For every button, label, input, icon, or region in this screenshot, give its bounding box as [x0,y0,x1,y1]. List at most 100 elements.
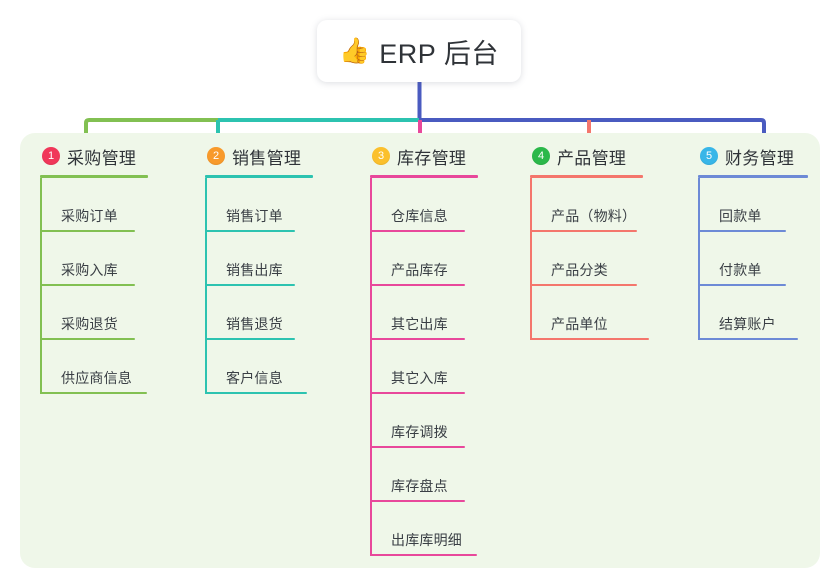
leaf-underline [698,338,798,340]
leaf-item[interactable]: 付款单 [698,232,828,286]
leaf-item[interactable]: 采购订单 [40,178,190,232]
leaf-label: 采购入库 [61,262,118,278]
branch-column-5: 5 财务管理回款单付款单结算账户 [698,143,828,340]
leaf-underline [40,230,135,232]
branch-underline-1 [40,175,148,178]
leaf-item[interactable]: 出库库明细 [370,502,520,556]
leaf-label: 结算账户 [719,316,776,332]
branch-title-2: 销售管理 [232,148,302,168]
branch-underline-3 [370,175,478,178]
leaf-item[interactable]: 仓库信息 [370,178,520,232]
leaf-label: 产品库存 [391,262,448,278]
branch-column-1: 1 采购管理采购订单采购入库采购退货供应商信息 [40,143,190,394]
leaf-underline [698,284,786,286]
branch-badge-3: 3 [372,147,390,165]
leaf-underline [205,338,295,340]
leaf-underline [370,392,465,394]
leaf-label: 仓库信息 [391,208,448,224]
leaf-item[interactable]: 产品分类 [530,232,680,286]
leaf-label: 客户信息 [226,370,283,386]
branch-column-4: 4 产品管理产品（物料） 产品分类产品单位 [530,143,680,340]
leaf-item[interactable]: 其它出库 [370,286,520,340]
leaf-item[interactable]: 结算账户 [698,286,828,340]
branch-items-1: 采购订单采购入库采购退货供应商信息 [40,178,190,394]
branch-title-3: 库存管理 [397,148,467,168]
branch-badge-4: 4 [532,147,550,165]
leaf-label: 采购订单 [61,208,118,224]
branch-header-5[interactable]: 5 财务管理 [698,143,828,169]
leaf-label: 销售订单 [226,208,283,224]
leaf-item[interactable]: 采购入库 [40,232,190,286]
leaf-label: 产品单位 [551,316,608,332]
root-title: ERP 后台 [379,38,499,69]
leaf-label: 销售出库 [226,262,283,278]
leaf-label: 产品（物料） [551,208,637,224]
leaf-label: 回款单 [719,208,762,224]
branch-items-3: 仓库信息产品库存其它出库其它入库库存调拨库存盘点出库库明细 [370,178,520,556]
branch-header-2[interactable]: 2 销售管理 [205,143,355,169]
branch-header-3[interactable]: 3 库存管理 [370,143,520,169]
branch-header-4[interactable]: 4 产品管理 [530,143,680,169]
branch-column-3: 3 库存管理仓库信息产品库存其它出库其它入库库存调拨库存盘点出库库明细 [370,143,520,556]
leaf-item[interactable]: 采购退货 [40,286,190,340]
leaf-item[interactable]: 产品（物料） [530,178,680,232]
leaf-underline [205,230,295,232]
leaf-item[interactable]: 销售退货 [205,286,355,340]
thumbs-up-icon: 👍 [339,36,371,65]
leaf-underline [698,230,786,232]
leaf-underline [205,284,295,286]
branch-badge-2: 2 [207,147,225,165]
diagram-panel [20,133,820,568]
branch-title-1: 采购管理 [67,148,137,168]
leaf-item[interactable]: 销售订单 [205,178,355,232]
leaf-label: 销售退货 [226,316,283,332]
branch-items-2: 销售订单销售出库销售退货客户信息 [205,178,355,394]
leaf-label: 供应商信息 [61,370,132,386]
branch-underline-5 [698,175,808,178]
branch-spine-1 [40,178,42,394]
branch-underline-2 [205,175,313,178]
leaf-label: 其它出库 [391,316,448,332]
branch-underline-4 [530,175,643,178]
leaf-item[interactable]: 销售出库 [205,232,355,286]
leaf-label: 库存盘点 [391,478,448,494]
leaf-underline [40,284,135,286]
leaf-item[interactable]: 供应商信息 [40,340,190,394]
branch-spine-5 [698,178,700,340]
leaf-label: 库存调拨 [391,424,448,440]
branch-items-4: 产品（物料） 产品分类产品单位 [530,178,680,340]
branch-items-5: 回款单付款单结算账户 [698,178,828,340]
root-node-content: 👍 ERP 后台 [339,32,499,71]
branch-spine-2 [205,178,207,394]
leaf-label: 出库库明细 [391,532,462,548]
leaf-underline [40,338,135,340]
branch-spine-3 [370,178,372,556]
leaf-item[interactable]: 产品库存 [370,232,520,286]
leaf-underline [205,392,307,394]
root-node[interactable]: 👍 ERP 后台 [317,20,521,82]
leaf-item[interactable]: 产品单位 [530,286,680,340]
branch-header-1[interactable]: 1 采购管理 [40,143,190,169]
leaf-underline [370,554,477,556]
leaf-item[interactable]: 其它入库 [370,340,520,394]
leaf-underline [370,338,465,340]
leaf-label: 采购退货 [61,316,118,332]
branch-badge-1: 1 [42,147,60,165]
branch-title-5: 财务管理 [725,148,795,168]
leaf-label: 其它入库 [391,370,448,386]
branch-badge-5: 5 [700,147,718,165]
branch-column-2: 2 销售管理销售订单销售出库销售退货客户信息 [205,143,355,394]
leaf-label: 产品分类 [551,262,608,278]
leaf-item[interactable]: 库存调拨 [370,394,520,448]
leaf-label: 付款单 [719,262,762,278]
leaf-item[interactable]: 客户信息 [205,340,355,394]
branch-spine-4 [530,178,532,340]
leaf-underline [530,338,649,340]
branch-title-4: 产品管理 [557,148,627,168]
leaf-underline [40,392,147,394]
leaf-underline [530,230,637,232]
leaf-underline [530,284,637,286]
leaf-underline [370,500,465,502]
leaf-item[interactable]: 库存盘点 [370,448,520,502]
leaf-item[interactable]: 回款单 [698,178,828,232]
